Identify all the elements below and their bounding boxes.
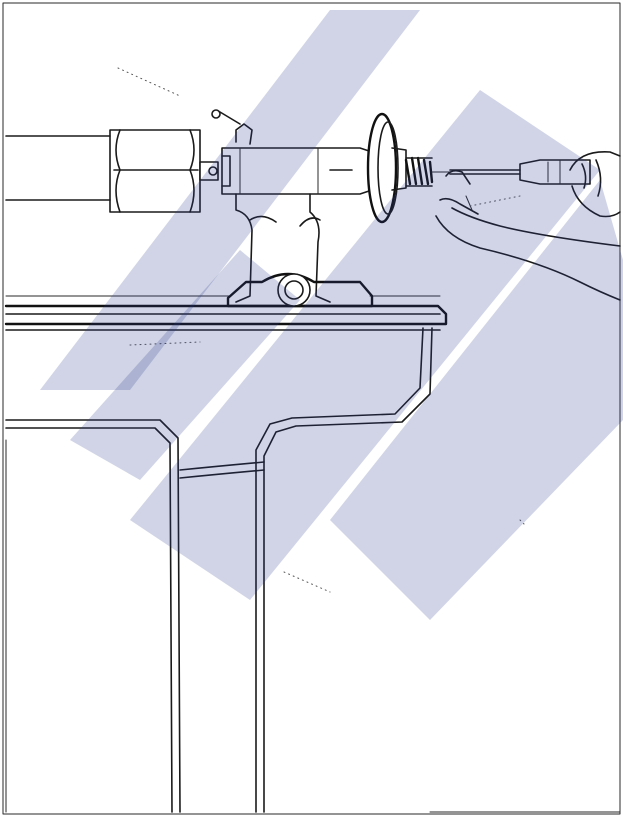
tailstock [211, 109, 374, 308]
watermark [40, 10, 623, 620]
screwdriver [449, 159, 591, 185]
handwheel [366, 112, 407, 224]
sketch-marks [117, 67, 525, 593]
chuck [5, 129, 219, 213]
stand-legs [5, 327, 621, 813]
lathe-bed [4, 295, 448, 346]
hand [435, 151, 621, 301]
spring [404, 156, 451, 187]
